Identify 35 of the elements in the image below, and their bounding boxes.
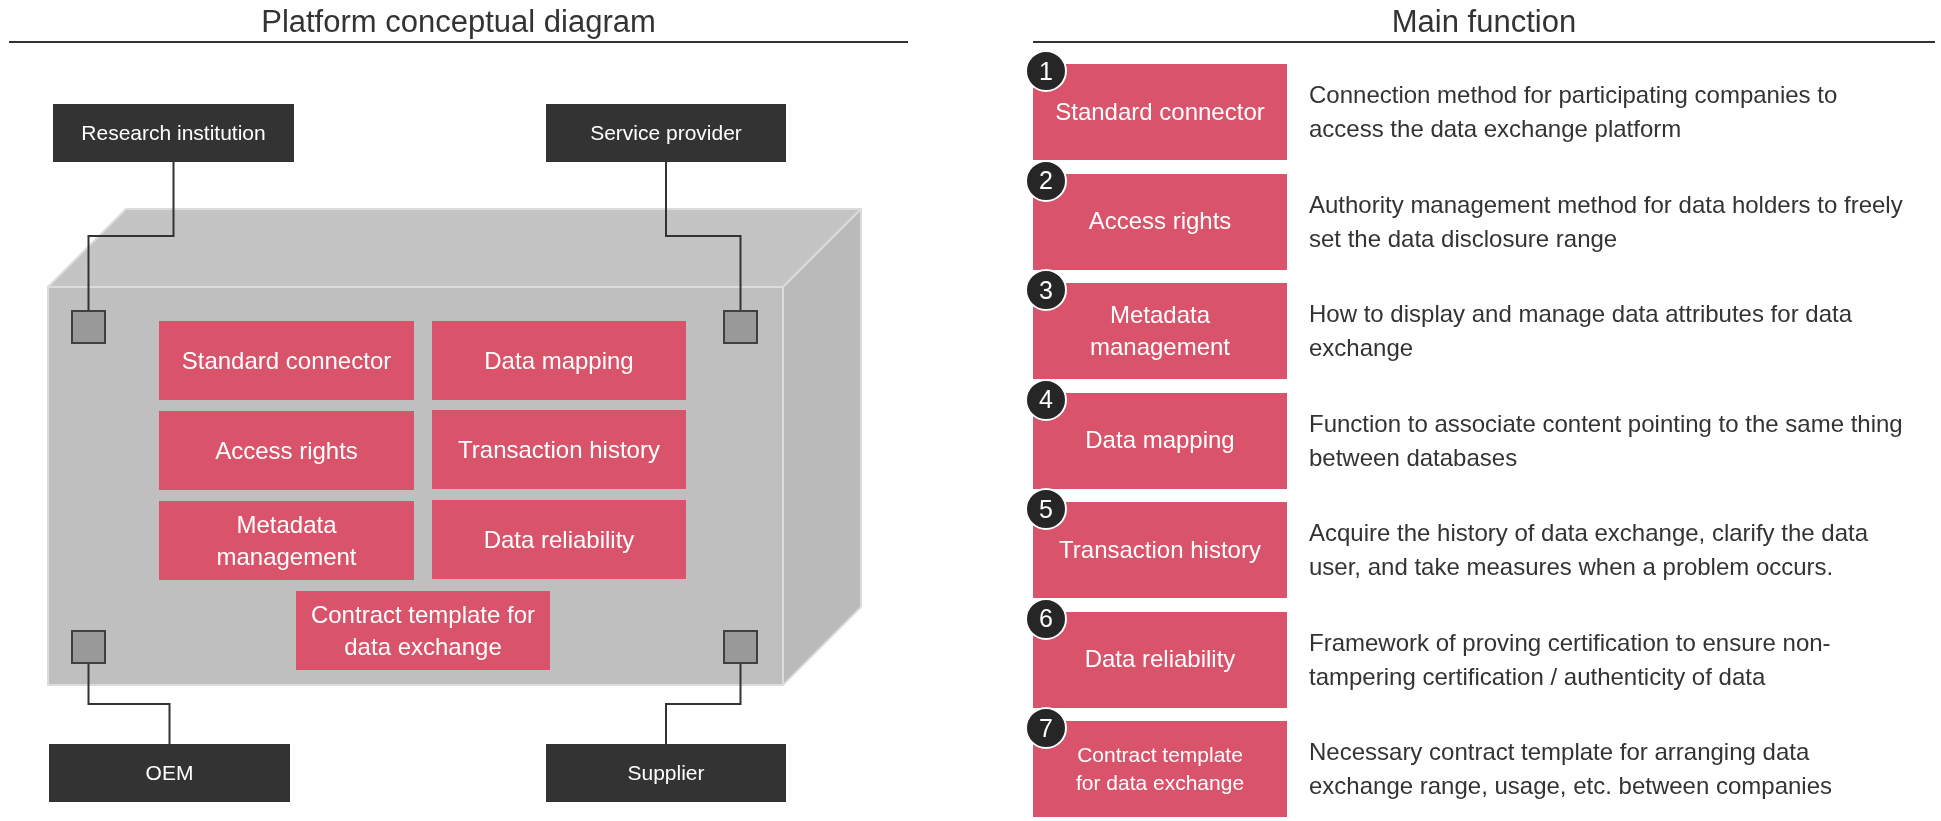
description-text: Necessary contract template for arranging data exchange range, usage, etc. between companies	[1309, 737, 1834, 801]
function-box: Standard connector	[159, 321, 414, 400]
connector-port	[723, 310, 758, 344]
number-badge: 5	[1025, 488, 1067, 530]
function-box: Data mapping	[432, 321, 686, 400]
connector-port	[723, 630, 758, 664]
connector-line	[665, 663, 742, 745]
description-text: How to display and manage data attributes for data exchange	[1309, 299, 1853, 363]
description-text: Connection method for participating companies to access the data exchange platform	[1309, 80, 1839, 144]
participant-box: Service provider	[546, 104, 786, 162]
section-heading: Main function	[1390, 4, 1578, 40]
participant-box: Supplier	[546, 744, 786, 802]
number-badge: 1	[1025, 50, 1067, 92]
function-box: Transaction history	[432, 410, 686, 489]
description-text: Framework of proving certification to ensure non-tampering certification / authenticity of data	[1309, 627, 1832, 692]
participant-box: OEM	[49, 744, 290, 802]
connector-line	[665, 161, 742, 311]
description-text: Authority management method for data holders to freely set the data disclosure range	[1309, 189, 1904, 254]
section-heading: Platform conceptual diagram	[260, 4, 657, 40]
function-box: Data reliability	[432, 500, 686, 579]
connector-port	[71, 310, 106, 344]
number-badge: 3	[1025, 269, 1067, 311]
function-box: Contract template for data exchange	[296, 591, 550, 670]
description-text: Acquire the history of data exchange, clarify the data user, and take measures when a problem occurs.	[1309, 518, 1869, 582]
number-badge: 4	[1025, 378, 1067, 421]
connector-port	[71, 630, 106, 664]
connector-line	[87, 161, 175, 311]
description-text: Function to associate content pointing to the same thing between databases	[1309, 408, 1904, 473]
number-badge: 6	[1025, 597, 1067, 640]
function-box: Metadata management	[159, 501, 414, 580]
connector-line	[87, 663, 171, 745]
function-box: Access rights	[159, 411, 414, 490]
number-badge: 7	[1025, 707, 1067, 749]
participant-box: Research institution	[53, 104, 294, 162]
number-badge: 2	[1025, 159, 1067, 202]
